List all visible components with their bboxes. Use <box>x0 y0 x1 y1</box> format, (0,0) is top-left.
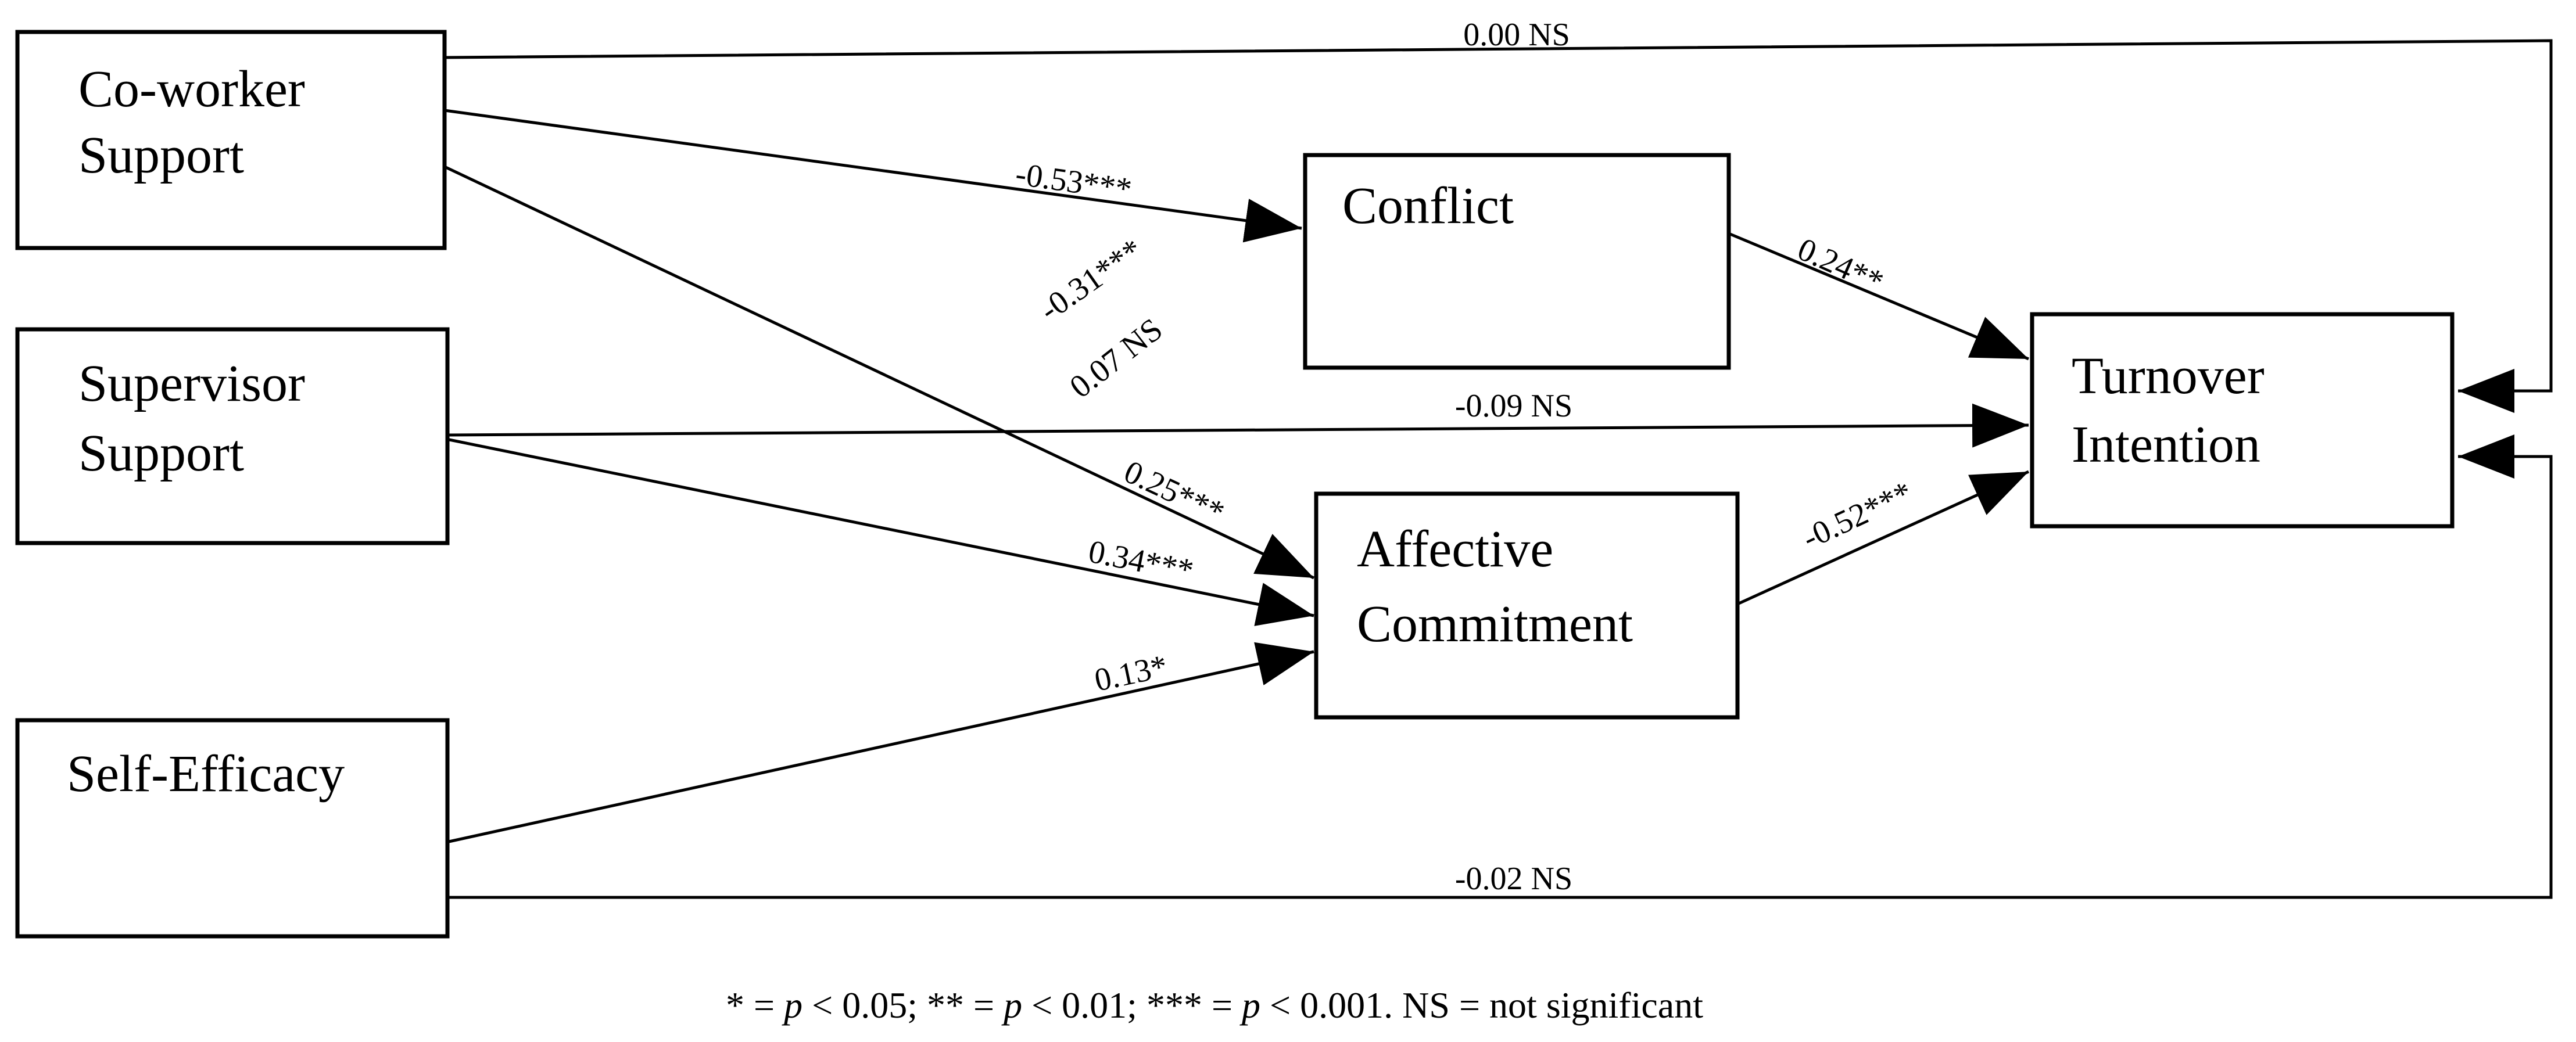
edge-supervisor-to-affective-commitment <box>446 437 1314 626</box>
conflict-box <box>1303 153 1731 370</box>
legend-part: * = <box>726 984 784 1026</box>
edge-self-efficacy-to-affective-commitment <box>446 642 1314 844</box>
edge-coworker-to-conflict <box>444 109 1302 243</box>
edge-affective-commitment-to-turnover <box>1736 470 2030 606</box>
legend-part: < 0.001. NS = not significant <box>1260 984 1703 1026</box>
edge-label-cws-ac: 0.25*** <box>1119 454 1230 531</box>
edge-label-se-turnover: -0.02 NS <box>1455 861 1572 897</box>
edge-conflict-to-turnover <box>1728 232 2029 361</box>
edge-label-se-conflict: 0.07 NS <box>1063 311 1169 405</box>
edge-labels: 0.00 NS -0.53*** -0.31*** 0.07 NS 0.25**… <box>1013 17 1918 897</box>
legend-p-italic: p <box>1239 984 1260 1026</box>
edge-coworker-to-turnover <box>444 39 2553 413</box>
supervisor-support-box <box>15 327 450 545</box>
edge-self-efficacy-to-turnover <box>446 434 2553 899</box>
self-efficacy-label: Self-Efficacy <box>67 745 345 803</box>
node-self-efficacy: Self-Efficacy <box>15 718 450 939</box>
edge-label-sup-turnover: -0.09 NS <box>1455 388 1572 424</box>
node-coworker-support: Co-worker Support <box>15 30 447 250</box>
coworker-support-label-line2: Support <box>78 127 244 184</box>
legend-p-italic: p <box>1001 984 1022 1026</box>
supervisor-support-label-line1: Supervisor <box>78 355 305 412</box>
edge-label-conflict-turnover: 0.24** <box>1792 231 1889 300</box>
coworker-support-label-line1: Co-worker <box>78 60 305 118</box>
turnover-intention-label-line2: Intention <box>2072 416 2260 473</box>
turnover-intention-label-line1: Turnover <box>2072 347 2265 405</box>
coworker-support-box <box>15 30 447 250</box>
edge-label-ac-turnover: -0.52*** <box>1797 475 1918 556</box>
significance-legend: * = p < 0.05; ** = p < 0.01; *** = p < 0… <box>726 984 1703 1026</box>
legend-p-italic: p <box>782 984 802 1026</box>
affective-commitment-label-line2: Commitment <box>1357 595 1633 653</box>
edge-label-se-ac: 0.13* <box>1091 648 1170 699</box>
edge-coworker-to-affective-commitment <box>443 165 1315 580</box>
edge-label-cws-conflict: -0.53*** <box>1013 156 1134 208</box>
edge-supervisor-to-turnover <box>446 403 2029 448</box>
affective-commitment-box <box>1314 491 1740 720</box>
node-affective-commitment: Affective Commitment <box>1314 491 1740 720</box>
node-turnover-intention: Turnover Intention <box>2030 312 2455 529</box>
edges <box>443 39 2553 899</box>
supervisor-support-label-line2: Support <box>78 425 244 482</box>
conflict-label: Conflict <box>1342 177 1514 235</box>
edge-label-sup-conflict: -0.31*** <box>1033 232 1149 328</box>
affective-commitment-label-line1: Affective <box>1357 520 1553 578</box>
legend-part: < 0.01; *** = <box>1022 984 1242 1026</box>
node-supervisor-support: Supervisor Support <box>15 327 450 545</box>
edge-label-cws-turnover: 0.00 NS <box>1463 17 1570 53</box>
node-conflict: Conflict <box>1303 153 1731 370</box>
legend-part: < 0.05; ** = <box>802 984 1004 1026</box>
turnover-intention-box <box>2030 312 2455 529</box>
self-efficacy-box <box>15 718 450 939</box>
